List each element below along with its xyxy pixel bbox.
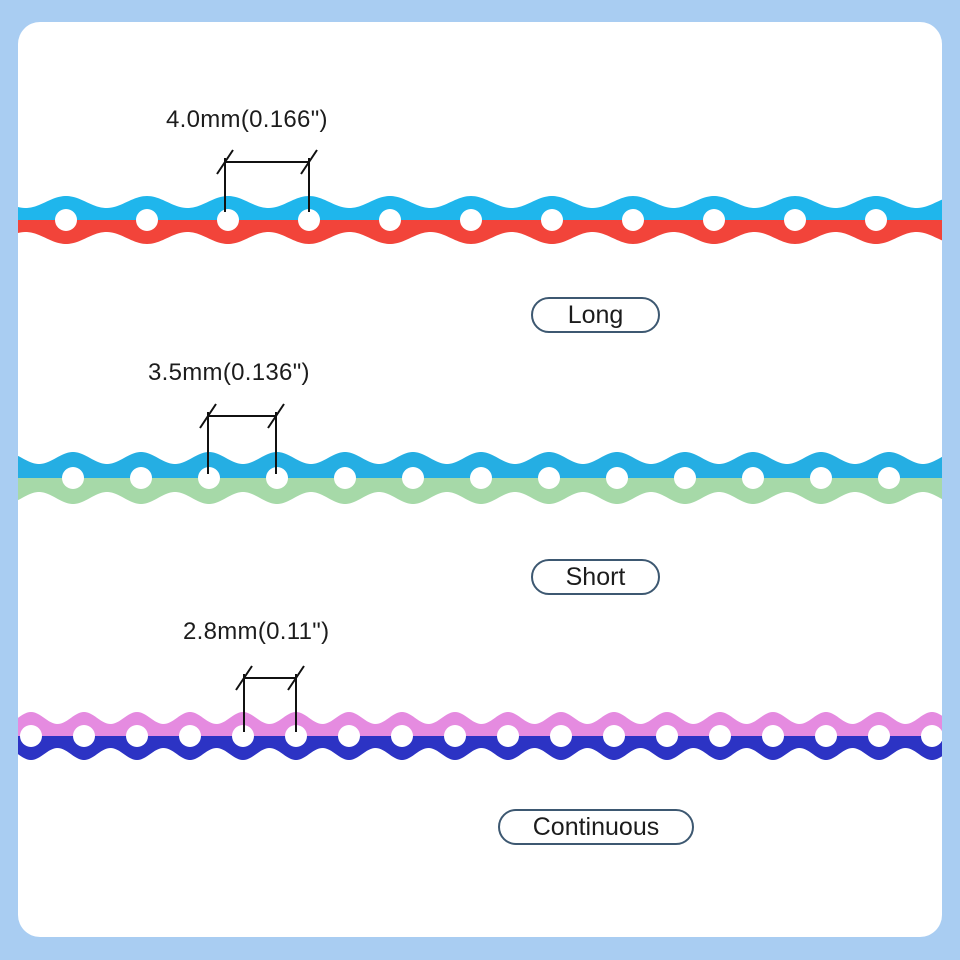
chain-type-badge: Long: [531, 297, 660, 333]
chain-type-badge: Continuous: [498, 809, 694, 845]
chain-hole: [179, 725, 201, 747]
chain-hole: [198, 467, 220, 489]
chain-hole: [674, 467, 696, 489]
chain-hole: [136, 209, 158, 231]
chain-bottom-layer: [18, 478, 942, 504]
chain-hole: [709, 725, 731, 747]
chain-hole: [444, 725, 466, 747]
chain-hole: [921, 725, 942, 747]
chain-hole: [20, 725, 42, 747]
measure-marker: [199, 403, 285, 474]
chain-hole: [656, 725, 678, 747]
chain-hole: [55, 209, 77, 231]
chain-hole: [62, 467, 84, 489]
dimension-label: 2.8mm(0.11"): [183, 618, 330, 645]
chain-hole: [868, 725, 890, 747]
chain-hole: [266, 467, 288, 489]
chain-hole: [338, 725, 360, 747]
chain-hole: [784, 209, 806, 231]
chain-hole: [550, 725, 572, 747]
chain-hole: [603, 725, 625, 747]
chain-hole: [810, 467, 832, 489]
chain-hole: [541, 209, 563, 231]
chain-hole: [538, 467, 560, 489]
chain-hole: [285, 725, 307, 747]
chain-hole: [622, 209, 644, 231]
chain-hole: [130, 467, 152, 489]
chain-hole: [217, 209, 239, 231]
chain-hole: [298, 209, 320, 231]
chain-hole: [742, 467, 764, 489]
chain-hole: [470, 467, 492, 489]
chain-hole: [865, 209, 887, 231]
chain-hole: [815, 725, 837, 747]
chain-hole: [402, 467, 424, 489]
chain-hole: [606, 467, 628, 489]
chain-hole: [391, 725, 413, 747]
chain-hole: [497, 725, 519, 747]
chain-hole: [460, 209, 482, 231]
chain-type-badge: Short: [531, 559, 660, 595]
chain-hole: [762, 725, 784, 747]
chain-hole: [73, 725, 95, 747]
chain-hole: [379, 209, 401, 231]
chain-hole: [334, 467, 356, 489]
chain-hole: [878, 467, 900, 489]
chain-hole: [232, 725, 254, 747]
dimension-label: 3.5mm(0.136"): [148, 359, 310, 386]
chain-short: [18, 452, 942, 504]
chain-long: [18, 196, 942, 244]
measure-marker: [216, 149, 318, 212]
measure-marker: [235, 665, 305, 732]
chain-continuous: [18, 712, 942, 760]
product-card: 4.0mm(0.166") Long 3.5mm(0.136") Short 2…: [18, 22, 942, 937]
dimension-label: 4.0mm(0.166"): [166, 106, 328, 133]
chain-hole: [126, 725, 148, 747]
chain-top-layer: [18, 452, 942, 478]
chain-hole: [703, 209, 725, 231]
